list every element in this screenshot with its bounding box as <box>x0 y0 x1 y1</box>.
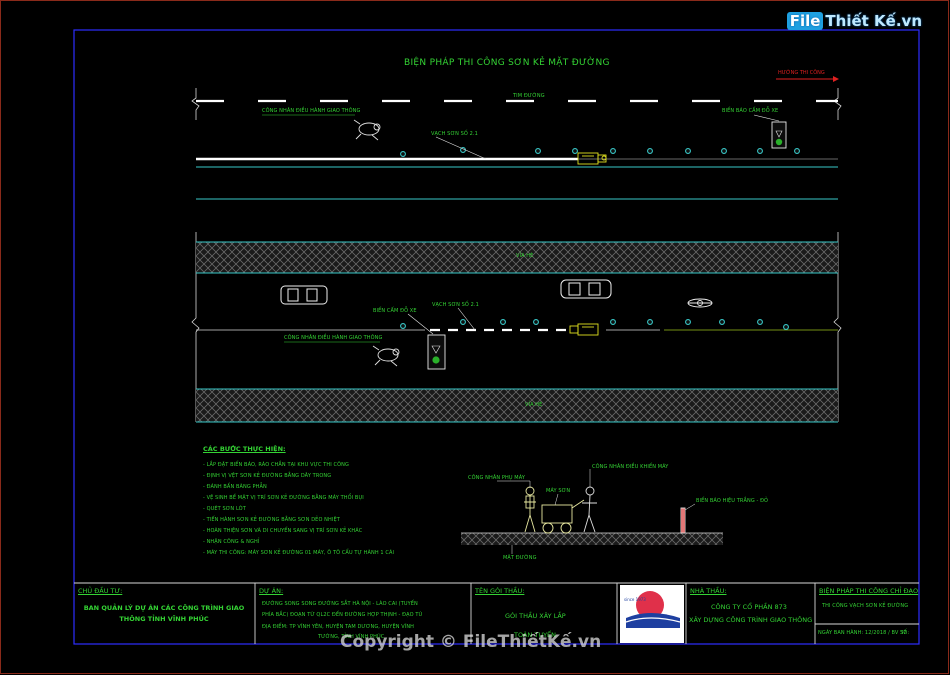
step-item: - VỆ SINH BỀ MẶT VỊ TRÍ SƠN KẺ ĐƯỜNG BẰN… <box>203 495 364 501</box>
traffic-worker-2 <box>372 345 400 367</box>
traffic-worker-1 <box>353 119 381 141</box>
project-line-1: ĐƯỜNG SONG SONG ĐƯỜNG SẮT HÀ NỘI - LÀO C… <box>262 601 418 607</box>
project-line-3: ĐỊA ĐIỂM: TP VĨNH YÊN, HUYỆN TAM DƯƠNG, … <box>262 624 415 630</box>
step-item: - MÁY THI CÔNG: MÁY SƠN KẺ ĐƯỜNG 01 MÁY,… <box>203 550 395 556</box>
detail-sign-label: BIỂN BÁO HIỆU TRẮNG - ĐỎ <box>696 498 769 504</box>
median-label-top: VỈA HÈ <box>516 253 534 259</box>
sheet-frame <box>73 29 920 645</box>
direction-label: HƯỚNG THI CÔNG <box>778 70 825 76</box>
steps-title: CÁC BƯỚC THỰC HIỆN: <box>203 445 286 453</box>
site-logo-file: File <box>786 12 824 30</box>
step-item: - LẮP ĐẶT BIỂN BÁO, RÀO CHẮN TẠI KHU VỰC… <box>203 462 349 468</box>
detail-worker1-label: CÔNG NHÂN PHỤ MÁY <box>468 475 526 481</box>
investor-name: BAN QUẢN LÝ DỰ ÁN CÁC CÔNG TRÌNH GIAO TH… <box>83 604 245 623</box>
car-2 <box>560 279 612 299</box>
method-name: THI CÔNG VẠCH SƠN KẺ ĐƯỜNG <box>822 603 909 609</box>
cienco-logo <box>620 585 684 643</box>
direction-arrow <box>776 76 839 82</box>
no-parking-sign-2 <box>427 334 446 370</box>
step-item: - TIẾN HÀNH SƠN KẺ ĐƯỜNG BẰNG SƠN DẺO NH… <box>203 517 340 523</box>
date-label: NGÀY BAN HÀNH: 12/2018 / BV SỐ: <box>818 630 910 636</box>
detail-surface-label: MẶT ĐƯỜNG <box>503 555 537 561</box>
site-logo-rest: Thiết Kế.vn <box>825 12 922 30</box>
paint-machine-2 <box>569 323 599 336</box>
lane1-axis-label: TIM ĐƯỜNG <box>513 93 545 99</box>
step-item: - ĐỊNH VỊ VỆT SƠN KẺ ĐƯỜNG BẰNG DÂY TRON… <box>203 473 332 479</box>
package-label: TÊN GÓI THẦU: <box>475 587 525 595</box>
motorbike <box>687 298 713 308</box>
method-label: BIỆN PHÁP THI CÔNG CHỈ ĐẠO <box>819 587 919 595</box>
logo-text: CIENCO 873 <box>629 631 676 639</box>
lane-1 <box>191 88 842 200</box>
project-line-2: PHÍA BẮC) ĐOẠN TỪ QL2C ĐẾN ĐƯỜNG HỢP THỊ… <box>262 612 423 618</box>
median-label-bottom: VỈA HÈ <box>525 402 543 408</box>
detail-machine-label: MÁY SƠN <box>546 488 571 494</box>
project-line-4: TƯỜNG, TỈNH VĨNH PHÚC <box>318 634 385 640</box>
package-name: GÓI THẦU XÂY LẮP <box>505 612 566 620</box>
no-parking-sign-1 <box>771 121 787 149</box>
contractor-line-1: CÔNG TY CỔ PHẦN 873 <box>711 603 787 611</box>
lane1-worker-label: CÔNG NHÂN ĐIỀU HÀNH GIAO THÔNG <box>262 108 361 114</box>
step-item: - ĐÁNH BẨN BÀNG PHẪN <box>203 484 267 490</box>
logo-since: since 1973 <box>624 597 646 602</box>
paint-machine-1 <box>577 152 607 165</box>
contractor-label: NHÀ THẦU: <box>690 587 727 595</box>
investor-label: CHỦ ĐẦU TƯ: <box>78 587 123 595</box>
copyright-watermark: Copyright © FileThiếtKế.vn <box>340 632 602 652</box>
step-item: - NHẬN CÔNG & NGHỈ <box>203 539 260 545</box>
lane2-line-label: VẠCH SƠN SỐ 2.1 <box>432 302 479 308</box>
title-block-lines <box>74 582 919 644</box>
lane1-line-label: VẠCH SƠN SỐ 2.1 <box>431 131 478 137</box>
step-item: - HOÀN THIỆN SƠN VÀ DI CHUYỂN SANG VỊ TR… <box>203 528 363 534</box>
lane2-worker-label: CÔNG NHÂN ĐIỀU HÀNH GIAO THÔNG <box>284 335 383 341</box>
package-scope: TOÀN TUYẾN <box>514 631 557 639</box>
lane2-sign-label: BIỂN CẤM ĐỖ XE <box>373 308 417 314</box>
sheet-number: 37 <box>900 630 907 636</box>
drawing-title: BIỆN PHÁP THI CÔNG SƠN KẺ MẶT ĐƯỜNG <box>404 58 610 68</box>
lane1-sign-label: BIỂN BÁO CẤM ĐỖ XE <box>722 108 779 114</box>
lane-2 <box>191 232 842 423</box>
project-label: DỰ ÁN: <box>259 587 284 595</box>
contractor-line-2: XÂY DỰNG CÔNG TRÌNH GIAO THÔNG <box>689 616 813 624</box>
car-1 <box>280 285 328 305</box>
step-item: - QUÉT SƠN LÓT <box>203 506 246 512</box>
detail-section <box>461 469 723 554</box>
detail-worker2-label: CÔNG NHÂN ĐIỀU KHIỂN MÁY <box>592 464 669 470</box>
